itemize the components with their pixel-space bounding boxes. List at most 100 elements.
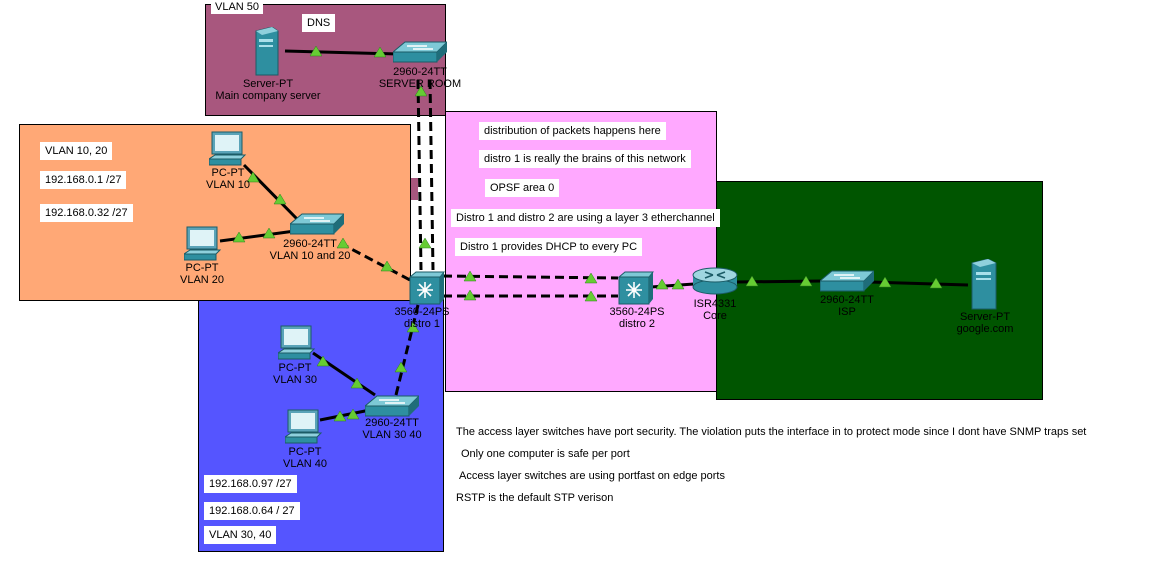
link-light	[463, 270, 477, 282]
device-label-pc-vlan40: PC-PT VLAN 40	[275, 446, 335, 470]
note-subnet-d: 192.168.0.64 / 27	[204, 502, 300, 520]
link-light	[246, 171, 260, 183]
device-model: PC-PT	[185, 262, 219, 274]
device-model: Server-PT	[242, 78, 294, 90]
link-light	[346, 408, 360, 420]
switch-icon[interactable]	[290, 212, 344, 236]
link-light	[584, 290, 598, 302]
device-name: Main company server	[215, 90, 321, 102]
device-model: 2960-24TT	[820, 294, 874, 306]
link-serverroom-distro1-b	[428, 79, 435, 271]
link-light	[799, 275, 813, 287]
device-label-distro2: 3560-24PS distro 2	[597, 306, 677, 330]
device-name: google.com	[956, 323, 1014, 335]
device-name: VLAN 10 and 20	[269, 250, 351, 262]
vlan50-strip	[411, 178, 418, 200]
server-icon[interactable]	[968, 259, 1000, 311]
switch-icon[interactable]	[365, 394, 419, 418]
device-label-pc-vlan20: PC-PT VLAN 20	[172, 262, 232, 286]
device-name: ISP	[838, 306, 856, 318]
link-light	[584, 272, 598, 284]
link-light	[333, 410, 347, 422]
device-model: PC-PT	[288, 446, 322, 458]
link-light	[406, 321, 420, 333]
multilayer-switch-icon[interactable]	[409, 271, 445, 305]
device-label-google-server: Server-PT google.com	[945, 311, 1025, 335]
link-light	[655, 278, 669, 290]
router-icon[interactable]	[692, 266, 738, 296]
note-access-4: RSTP is the default STP verison	[451, 489, 619, 507]
device-label-server-room-switch: 2960-24TT SERVER ROOM	[370, 66, 470, 90]
link-light	[309, 45, 323, 57]
link-light	[414, 85, 428, 97]
note-vlan30-40: VLAN 30, 40	[204, 526, 277, 544]
pc-icon[interactable]	[184, 226, 222, 262]
device-label-pc-vlan10: PC-PT VLAN 10	[198, 167, 258, 191]
link-light	[745, 275, 759, 287]
device-name: SERVER ROOM	[378, 78, 462, 90]
link-light	[878, 276, 892, 288]
note-distro-5: Distro 1 provides DHCP to every PC	[455, 238, 643, 256]
note-subnet-c: 192.168.0.97 /27	[204, 475, 297, 493]
multilayer-switch-icon[interactable]	[618, 271, 654, 305]
device-label-isp-switch: 2960-24TT ISP	[797, 294, 897, 318]
switch-icon[interactable]	[820, 269, 874, 293]
link-light	[463, 289, 477, 301]
device-name: VLAN 40	[282, 458, 328, 470]
device-label-switch-vlan30-40: 2960-24TT VLAN 30 40	[342, 417, 442, 441]
pc-icon[interactable]	[209, 131, 247, 167]
link-light	[380, 260, 394, 272]
link-light	[373, 46, 387, 58]
link-pc20-switch	[219, 229, 296, 243]
link-light	[262, 227, 276, 239]
link-light	[316, 355, 330, 367]
device-model: PC-PT	[278, 362, 312, 374]
note-dns: DNS	[302, 14, 336, 32]
note-distro-3: OPSF area 0	[485, 179, 560, 197]
link-light	[273, 193, 287, 205]
note-access-3: Access layer switches are using portfast…	[454, 467, 730, 485]
note-access-1: The access layer switches have port secu…	[451, 423, 1092, 441]
note-distro-1: distribution of packets happens here	[479, 122, 666, 140]
device-name: distro 1	[403, 318, 441, 330]
pc-icon[interactable]	[278, 325, 316, 361]
note-subnet-a: 192.168.0.1 /27	[40, 171, 127, 189]
device-name: VLAN 10	[205, 179, 251, 191]
link-serverroom-distro1-a	[416, 79, 423, 271]
device-name: VLAN 30	[272, 374, 318, 386]
device-name: Core	[703, 310, 727, 322]
device-model: Server-PT	[959, 311, 1011, 323]
link-switch3040-distro1	[394, 304, 420, 396]
device-name: VLAN 30 40	[362, 429, 422, 441]
link-light	[394, 361, 408, 373]
link-light	[929, 277, 943, 289]
device-label-distro1: 3560-24PS distro 1	[382, 306, 462, 330]
device-model: 3560-24PS	[609, 306, 665, 318]
device-model: 2960-24TT	[393, 66, 447, 78]
device-name: VLAN 20	[179, 274, 225, 286]
link-light	[671, 278, 685, 290]
server-icon[interactable]	[252, 27, 282, 77]
note-access-2: Only one computer is safe per port	[456, 445, 635, 463]
pc-icon[interactable]	[285, 409, 323, 445]
device-name: distro 2	[618, 318, 656, 330]
link-light	[350, 377, 364, 389]
device-label-core-router: ISR4331 Core	[684, 298, 746, 322]
note-vlan10-20: VLAN 10, 20	[40, 142, 113, 160]
device-model: PC-PT	[211, 167, 245, 179]
device-label-switch-vlan10-20: 2960-24TT VLAN 10 and 20	[260, 238, 360, 262]
note-distro-4: Distro 1 and distro 2 are using a layer …	[451, 209, 720, 227]
link-light	[232, 231, 246, 243]
link-pc40-switch	[319, 408, 371, 422]
device-model: 3560-24PS	[394, 306, 450, 318]
device-label-pc-vlan30: PC-PT VLAN 30	[265, 362, 325, 386]
note-distro-2: distro 1 is really the brains of this ne…	[479, 150, 691, 168]
note-subnet-b: 192.168.0.32 /27	[40, 204, 133, 222]
device-model: 2960-24TT	[283, 238, 337, 250]
device-model: 2960-24TT	[365, 417, 419, 429]
switch-icon[interactable]	[393, 40, 447, 64]
device-label-main-server: Server-PT Main company server	[200, 78, 336, 102]
link-light	[418, 237, 432, 249]
device-model: ISR4331	[693, 298, 737, 310]
